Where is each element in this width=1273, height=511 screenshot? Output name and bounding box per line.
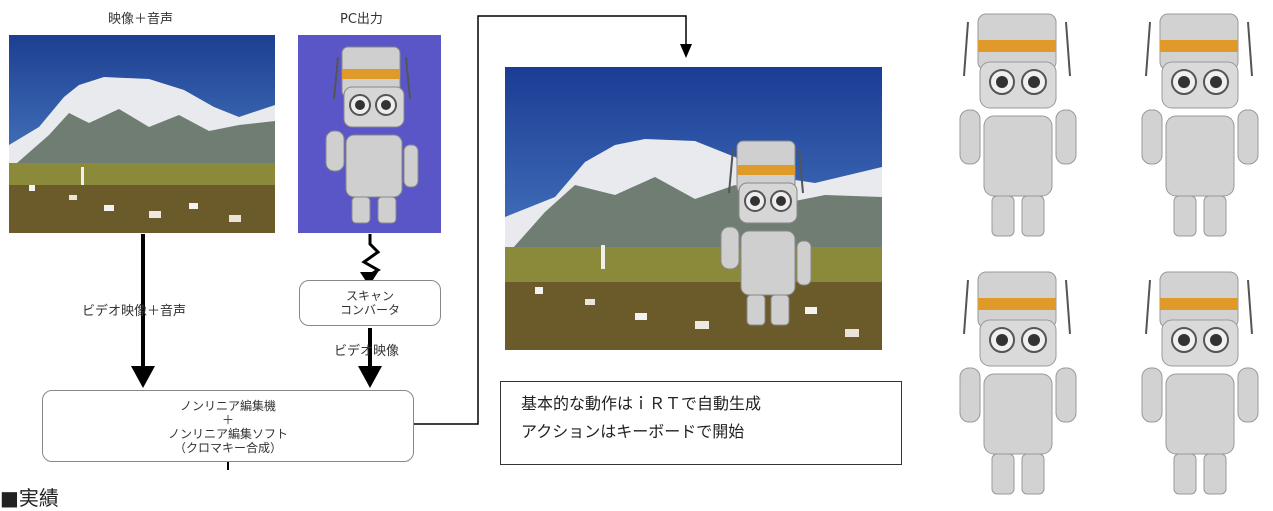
composited-output-image: [505, 67, 882, 350]
scan-converter-line1: スキャン: [345, 289, 394, 303]
video-arrow-label: ビデオ映像: [334, 344, 400, 359]
scan-converter-line2: コンバータ: [339, 303, 400, 317]
note-line2: アクションはキーボードで開始: [521, 422, 745, 441]
editor-line4: （クロマキー合成）: [173, 441, 282, 455]
results-heading: ■実績: [0, 486, 59, 510]
video-audio-label: 映像＋音声: [108, 12, 174, 27]
editor-line1: ノンリニア編集機: [179, 399, 276, 413]
landscape-photo: [9, 35, 275, 233]
robot-poses-grid: [959, 13, 1259, 495]
editor-line3: ノンリニア編集ソフト: [167, 427, 288, 441]
video-audio-arrow-label: ビデオ映像＋音声: [82, 304, 187, 319]
robot-figure: [325, 46, 419, 224]
robot-chroma-key-panel: [298, 35, 441, 233]
note-line1: 基本的な動作はｉＲＴで自動生成: [521, 394, 762, 413]
robot-pose-4: [1141, 271, 1259, 495]
nonlinear-editor-box: ノンリニア編集機 ＋ ノンリニア編集ソフト （クロマキー合成）: [42, 390, 414, 462]
flow-connectors: [131, 15, 692, 470]
robot-pose-3: [959, 271, 1077, 495]
editor-line2: ＋: [221, 413, 234, 427]
robot-pose-1: [959, 13, 1077, 237]
note-box: 基本的な動作はｉＲＴで自動生成 アクションはキーボードで開始: [500, 381, 902, 465]
pc-output-label: PC出力: [340, 12, 383, 27]
scan-converter-box: スキャン コンバータ: [299, 280, 441, 326]
robot-pose-2: [1141, 13, 1259, 237]
